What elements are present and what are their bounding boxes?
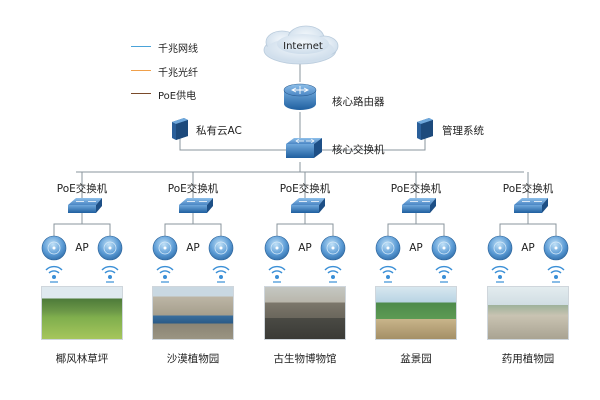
private-cloud-ac-server-icon	[172, 118, 188, 140]
site-photo	[152, 286, 234, 340]
wifi-signal-icon	[491, 265, 509, 283]
private-cloud-link	[179, 138, 286, 151]
wifi-signal-icon	[101, 265, 119, 283]
ap-link-line	[528, 223, 557, 236]
ap-label: AP	[298, 242, 312, 254]
access-point-icon	[264, 235, 290, 261]
wifi-signal-icon	[212, 265, 230, 283]
branch-5	[487, 172, 569, 283]
legend-label: 千兆光纤	[158, 68, 198, 79]
branch-group	[41, 172, 569, 283]
access-point-icon	[375, 235, 401, 261]
management-system-label: 管理系统	[442, 125, 484, 137]
core-router-icon	[283, 83, 317, 110]
access-point-icon	[97, 235, 123, 261]
ap-link-line	[387, 213, 417, 236]
poe-switch-label: PoE交换机	[279, 183, 331, 195]
poe-switch-label: PoE交换机	[56, 183, 108, 195]
poe-switch-label: PoE交换机	[167, 183, 219, 195]
wifi-signal-icon	[45, 265, 63, 283]
site-label: 药用植物园	[501, 353, 555, 365]
branch-3	[264, 172, 346, 283]
access-point-icon	[41, 235, 67, 261]
site-photo	[41, 286, 123, 340]
core-switch-icon	[286, 138, 322, 158]
private-cloud-ac-label: 私有云AC	[196, 125, 242, 137]
poe-switch-icon	[514, 198, 548, 213]
ap-link-line	[305, 223, 334, 236]
access-point-icon	[208, 235, 234, 261]
wifi-signal-icon	[268, 265, 286, 283]
management-server-icon	[417, 118, 433, 140]
site-label: 沙漠植物园	[166, 353, 220, 365]
ap-label: AP	[75, 242, 89, 254]
ap-link-line	[276, 213, 306, 236]
ap-link-line	[164, 213, 194, 236]
connection-lines	[76, 62, 524, 173]
ap-link-line	[53, 213, 83, 236]
ap-label: AP	[521, 242, 535, 254]
access-point-icon	[543, 235, 569, 261]
poe-switch-label: PoE交换机	[502, 183, 554, 195]
legend-label: PoE供电	[158, 91, 197, 102]
access-point-icon	[487, 235, 513, 261]
site-photo	[487, 286, 569, 340]
poe-switch-icon	[291, 198, 325, 213]
management-link	[314, 138, 426, 151]
wifi-signal-icon	[379, 265, 397, 283]
site-label: 盆景园	[400, 353, 432, 365]
legend-swatch	[131, 70, 151, 71]
site-photo	[264, 286, 346, 340]
site-label: 古生物博物馆	[273, 353, 337, 365]
ap-label: AP	[186, 242, 200, 254]
ap-link-line	[499, 213, 529, 236]
poe-switch-label: PoE交换机	[390, 183, 442, 195]
wifi-signal-icon	[435, 265, 453, 283]
wifi-signal-icon	[324, 265, 342, 283]
branch-2	[152, 172, 234, 283]
access-point-icon	[152, 235, 178, 261]
ap-link-line	[416, 223, 445, 236]
site-photo	[375, 286, 457, 340]
access-point-icon	[320, 235, 346, 261]
legend-swatch	[131, 46, 151, 47]
poe-switch-icon	[179, 198, 213, 213]
site-label: 椰风林草坪	[55, 353, 109, 365]
branch-4	[375, 172, 457, 283]
internet-cloud	[263, 25, 339, 65]
ap-label: AP	[409, 242, 423, 254]
legend-swatch	[131, 93, 151, 94]
internet-label: Internet	[283, 41, 323, 52]
core-switch-label: 核心交换机	[332, 144, 385, 156]
access-point-icon	[431, 235, 457, 261]
ap-link-line	[82, 223, 111, 236]
wifi-signal-icon	[156, 265, 174, 283]
branch-1	[41, 172, 123, 283]
core-router-label: 核心路由器	[332, 96, 385, 108]
wifi-signal-icon	[547, 265, 565, 283]
legend-label: 千兆网线	[158, 44, 198, 55]
poe-switch-icon	[402, 198, 436, 213]
poe-switch-icon	[68, 198, 102, 213]
ap-link-line	[193, 223, 222, 236]
